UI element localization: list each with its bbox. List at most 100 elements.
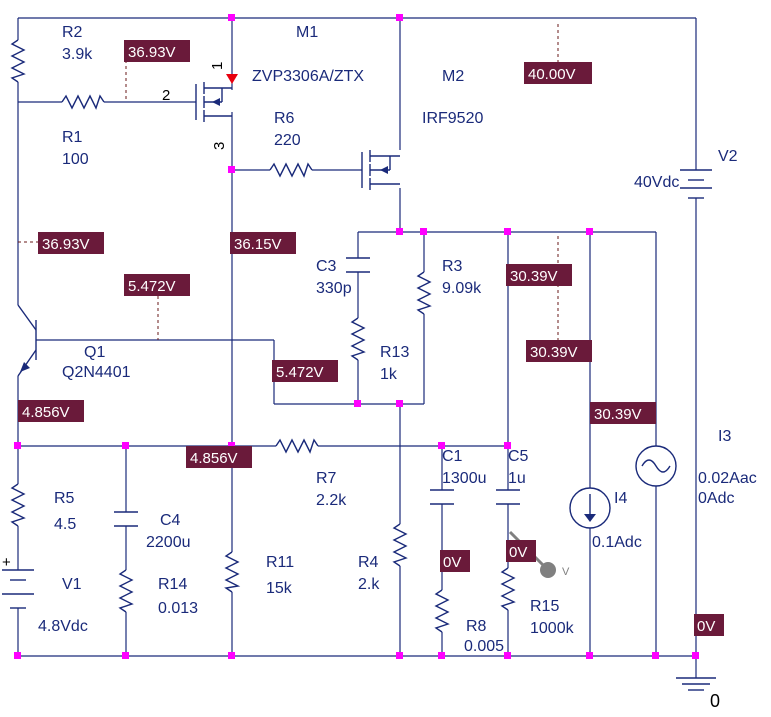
r6-resistor[interactable] — [269, 162, 313, 178]
r3-resistor[interactable] — [416, 271, 432, 315]
ground-symbol[interactable] — [676, 677, 716, 691]
r5-resistor[interactable] — [10, 483, 26, 527]
junction-dot — [228, 652, 235, 659]
sine-wave-icon — [641, 459, 671, 473]
junction-dot — [438, 652, 445, 659]
junction-dot — [420, 228, 427, 235]
v2-value-label: 40Vdc — [634, 174, 679, 191]
r5-value-label: 4.5 — [54, 516, 76, 533]
voltage-marker[interactable]: 30.39V — [506, 264, 572, 286]
voltage-marker[interactable]: 30.39V — [526, 340, 592, 362]
r7-value-label: 2.2k — [316, 492, 347, 509]
c3-capacitor[interactable] — [346, 257, 370, 273]
c1-ref-label: C1 — [442, 448, 463, 465]
r6-ref-label: R6 — [274, 110, 295, 127]
r15-resistor[interactable] — [500, 567, 516, 611]
svg-text:30.39V: 30.39V — [594, 406, 642, 423]
c5-capacitor[interactable] — [496, 489, 520, 505]
c1-value-label: 1300u — [442, 470, 487, 487]
r11-resistor[interactable] — [224, 551, 241, 593]
svg-text:0V: 0V — [443, 554, 461, 571]
resistors — [10, 39, 516, 633]
i4-ref-label: I4 — [614, 490, 627, 507]
svg-text:30.39V: 30.39V — [510, 268, 558, 285]
voltage-marker[interactable]: 36.15V — [230, 232, 296, 254]
svg-text:5.472V: 5.472V — [276, 364, 324, 381]
voltage-marker[interactable]: 0V — [694, 614, 724, 636]
voltage-marker[interactable]: 4.856V — [186, 446, 252, 468]
i3-ac-label: 0.02Aac — [698, 470, 757, 487]
m1-pin-3-label: 3 — [211, 142, 228, 150]
ground-label: 0 — [710, 691, 720, 711]
i4-value-label: 0.1Adc — [592, 534, 642, 551]
v2-ref-label: V2 — [718, 148, 738, 165]
voltage-marker[interactable]: 5.472V — [272, 360, 338, 382]
junction-dot — [14, 442, 21, 449]
r8-resistor[interactable] — [434, 589, 450, 633]
voltage-marker[interactable]: 30.39V — [590, 402, 656, 424]
m2-part-label: IRF9520 — [422, 110, 483, 127]
probe-label: V — [562, 566, 570, 578]
probe-tip-icon — [540, 562, 556, 578]
q1-part-label: Q2N4401 — [62, 364, 131, 381]
r7-ref-label: R7 — [316, 470, 337, 487]
c3-ref-label: C3 — [316, 258, 337, 275]
junction-dot — [396, 652, 403, 659]
c1-capacitor[interactable] — [430, 489, 454, 505]
voltage-marker[interactable]: 4.856V — [18, 400, 84, 422]
m1-mosfet[interactable] — [195, 74, 238, 122]
component-labels: R2 3.9k R1 100 M1 ZVP3306A/ZTX 1 2 3 M2 … — [2, 24, 757, 711]
r7-resistor[interactable] — [275, 438, 319, 454]
svg-text:30.39V: 30.39V — [530, 344, 578, 361]
q1-transistor[interactable] — [17, 304, 37, 377]
junction-dot — [396, 228, 403, 235]
r1-value-label: 100 — [62, 151, 89, 168]
m2-mosfet[interactable] — [361, 150, 400, 190]
r2-resistor[interactable] — [10, 39, 26, 83]
voltage-marker[interactable]: 0V — [506, 540, 536, 562]
r6-value-label: 220 — [274, 132, 301, 149]
r15-ref-label: R15 — [530, 598, 559, 615]
r4-resistor[interactable] — [392, 523, 408, 567]
svg-text:4.856V: 4.856V — [22, 404, 70, 421]
v2-voltage-source[interactable] — [680, 169, 712, 199]
m1-ref-label: M1 — [296, 24, 318, 41]
junction-dot — [228, 166, 235, 173]
m1-body-arrow — [212, 98, 220, 106]
r3-ref-label: R3 — [442, 258, 463, 275]
c5-ref-label: C5 — [508, 448, 529, 465]
r2-value-label: 3.9k — [62, 46, 93, 63]
svg-text:40.00V: 40.00V — [528, 66, 576, 83]
junction-dot — [504, 228, 511, 235]
r11-ref-label: R11 — [266, 554, 294, 571]
r13-resistor[interactable] — [350, 317, 366, 361]
i3-ac-source[interactable] — [635, 445, 677, 487]
i3-ref-label: I3 — [718, 428, 731, 445]
voltage-marker[interactable]: 40.00V — [524, 62, 592, 84]
i3-dc-label: 0Adc — [698, 490, 734, 507]
v1-voltage-source[interactable] — [2, 569, 34, 609]
voltage-marker[interactable]: 5.472V — [124, 274, 190, 296]
c5-value-label: 1u — [508, 470, 526, 487]
voltage-marker[interactable]: 36.93V — [38, 232, 104, 254]
r14-resistor[interactable] — [118, 569, 134, 613]
junction-dot — [228, 14, 235, 21]
v1-value-label: 4.8Vdc — [38, 618, 88, 635]
i4-current-source[interactable] — [569, 487, 611, 529]
r4-value-label: 2.k — [358, 576, 380, 593]
q1-ref-label: Q1 — [84, 344, 105, 361]
c4-ref-label: C4 — [160, 512, 181, 529]
r1-resistor[interactable] — [61, 94, 105, 110]
m1-pin-arrow-icon — [226, 74, 238, 84]
r14-ref-label: R14 — [158, 576, 187, 593]
c4-value-label: 2200u — [146, 534, 191, 551]
voltage-marker[interactable]: 0V — [440, 550, 470, 572]
c4-capacitor[interactable] — [114, 511, 138, 527]
m1-pin-1-label: 1 — [209, 62, 226, 70]
svg-text:0V: 0V — [509, 544, 527, 561]
voltage-marker[interactable]: 36.93V — [124, 40, 190, 62]
junction-dot — [504, 442, 511, 449]
junction-dot — [354, 400, 361, 407]
junction-dot — [14, 652, 21, 659]
